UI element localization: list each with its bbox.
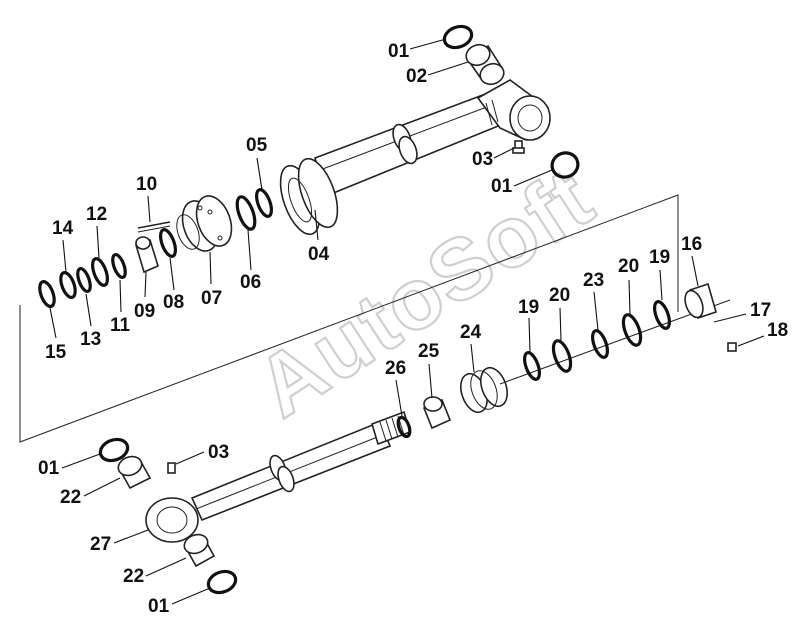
- callout-c-01-d: 01: [148, 596, 170, 617]
- callout-c-25: 25: [418, 341, 440, 362]
- screw-18: [727, 342, 737, 352]
- ring-06: [235, 195, 257, 231]
- callout-c-01-b: 01: [491, 176, 513, 197]
- gland-07: [176, 195, 233, 252]
- callout-c-07: 07: [201, 288, 222, 309]
- callout-c-19-b: 19: [518, 297, 539, 318]
- callout-c-23: 23: [583, 270, 604, 291]
- leader-lines: [49, 38, 765, 605]
- piston-24: [460, 366, 508, 414]
- ring-20-b: [551, 339, 573, 373]
- bushing-22-top: [117, 455, 152, 490]
- bushing-09: [135, 236, 159, 274]
- seal-ring-01-top: [442, 24, 474, 50]
- callout-c-06: 06: [240, 272, 261, 293]
- callout-c-14: 14: [52, 218, 74, 239]
- bushing-02: [465, 43, 505, 86]
- assembly-frame-line: [19, 194, 679, 443]
- seal-ring-01-lower-top: [98, 437, 130, 463]
- callout-c-22-a: 22: [60, 487, 81, 508]
- callout-c-16: 16: [681, 234, 702, 255]
- ring-15: [38, 280, 56, 308]
- ring-23: [591, 329, 609, 359]
- piston-rod: [145, 410, 411, 543]
- callout-c-26: 26: [385, 358, 406, 379]
- ring-20-a: [621, 313, 643, 347]
- callout-c-03-a: 03: [472, 149, 493, 170]
- ring-08: [159, 228, 177, 258]
- callout-c-02-a: 02: [406, 66, 427, 87]
- callout-c-11: 11: [110, 315, 131, 336]
- callout-c-04: 04: [308, 244, 330, 265]
- callout-c-08: 08: [163, 292, 184, 313]
- callout-c-18: 18: [767, 320, 788, 341]
- callout-c-22-b: 22: [123, 566, 144, 587]
- callout-c-05: 05: [246, 135, 268, 156]
- callout-c-12: 12: [86, 204, 107, 225]
- bushing-25: [422, 396, 452, 430]
- callout-c-01-a: 01: [388, 41, 410, 62]
- ring-13: [76, 266, 92, 294]
- callout-c-03-b: 03: [208, 442, 229, 463]
- callout-c-01-c: 01: [38, 458, 60, 479]
- ring-12: [91, 257, 109, 287]
- ring-14: [59, 271, 77, 299]
- seal-ring-01-eye: [550, 151, 580, 179]
- grease-nipple-03-bottom: [167, 462, 176, 474]
- nut-16: [684, 282, 717, 320]
- ring-19-a: [653, 300, 671, 330]
- seal-05: [255, 188, 273, 218]
- callout-c-17: 17: [750, 300, 771, 321]
- ring-26: [396, 415, 412, 439]
- callout-c-13: 13: [80, 329, 101, 350]
- callout-c-19-a: 19: [649, 247, 670, 268]
- callout-c-27: 27: [90, 534, 111, 555]
- callout-c-24: 24: [460, 322, 482, 343]
- bushing-22-bottom: [183, 533, 216, 568]
- seal-ring-01-lower-bottom: [206, 569, 238, 595]
- grease-nipple-03-top: [512, 140, 525, 154]
- callout-c-20-a: 20: [618, 256, 639, 277]
- callout-c-09: 09: [134, 301, 155, 322]
- ring-11: [111, 252, 127, 280]
- cylinder-barrel: [279, 79, 551, 236]
- ring-19-b: [523, 351, 541, 381]
- callout-c-20-b: 20: [549, 285, 570, 306]
- callout-c-10: 10: [136, 174, 157, 195]
- callout-c-15: 15: [45, 342, 67, 363]
- bolt-10: [137, 221, 171, 233]
